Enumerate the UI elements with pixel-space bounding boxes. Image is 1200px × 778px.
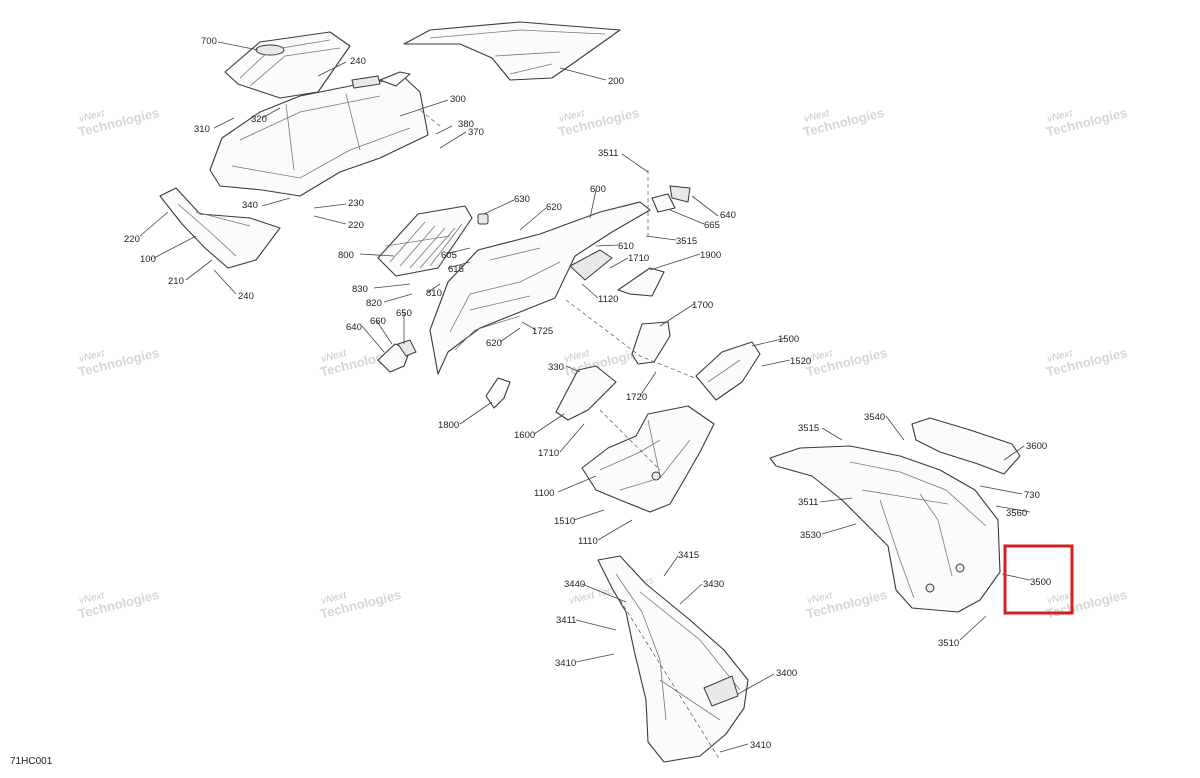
- callout-810[interactable]: 810: [426, 288, 442, 299]
- callout-830[interactable]: 830: [352, 284, 368, 295]
- callout-labels: 700 240 300 310 320 380 370 200 340 230 …: [124, 36, 1051, 751]
- callout-1120[interactable]: 1120: [598, 294, 618, 305]
- callout-640[interactable]: 640: [720, 210, 736, 221]
- callout-820[interactable]: 820: [366, 298, 382, 309]
- part-665-bracket[interactable]: [651, 185, 691, 213]
- callout-1720[interactable]: 1720: [626, 392, 647, 403]
- watermark-text: Technologies: [1045, 345, 1129, 380]
- callout-230[interactable]: 230: [348, 198, 364, 209]
- part-200-top-panel[interactable]: [403, 21, 621, 81]
- drawing-code: 71HC001: [10, 756, 53, 767]
- callout-3410[interactable]: 3410: [750, 740, 771, 751]
- callout-620[interactable]: 620: [546, 202, 562, 213]
- callout-3515[interactable]: 3515: [676, 236, 697, 247]
- part-3500-side-panel[interactable]: [769, 445, 1001, 613]
- callout-3500[interactable]: 3500: [1030, 577, 1051, 588]
- part-1500-bracket[interactable]: [695, 341, 761, 401]
- watermark-text: Technologies: [1045, 105, 1129, 140]
- callout-300[interactable]: 300: [450, 94, 466, 105]
- callout-3400[interactable]: 3400: [776, 668, 797, 679]
- callout-330[interactable]: 330: [548, 362, 564, 373]
- part-1600-bracket[interactable]: [555, 365, 617, 421]
- callout-3540[interactable]: 3540: [864, 412, 885, 423]
- callout-3440[interactable]: 3440: [564, 579, 585, 590]
- watermark-text: Technologies: [77, 105, 161, 140]
- part-650-bracket[interactable]: [377, 339, 417, 373]
- callout-100[interactable]: 100: [140, 254, 156, 265]
- callout-3515[interactable]: 3515: [798, 423, 819, 434]
- callout-3600[interactable]: 3600: [1026, 441, 1047, 452]
- callout-615[interactable]: 615: [448, 264, 464, 275]
- part-1800-bracket[interactable]: [485, 377, 511, 409]
- callout-3430[interactable]: 3430: [703, 579, 724, 590]
- callout-1710[interactable]: 1710: [628, 253, 649, 264]
- callout-1100[interactable]: 1100: [534, 488, 554, 499]
- callout-610[interactable]: 610: [618, 241, 634, 252]
- callout-660[interactable]: 660: [370, 316, 386, 327]
- callout-240[interactable]: 240: [238, 291, 254, 302]
- watermark-text: Technologies: [805, 345, 889, 380]
- part-700-seat-cover[interactable]: [224, 31, 351, 99]
- callout-730[interactable]: 730: [1024, 490, 1040, 501]
- callout-1725[interactable]: 1725: [532, 326, 553, 337]
- watermark-text: Technologies: [557, 105, 641, 140]
- callout-3410[interactable]: 3410: [555, 658, 576, 669]
- callout-310[interactable]: 310: [194, 124, 210, 135]
- callout-665[interactable]: 665: [704, 220, 720, 231]
- part-600-dashboard[interactable]: [429, 201, 651, 375]
- callout-1710[interactable]: 1710: [538, 448, 559, 459]
- watermark-text: Technologies: [805, 587, 889, 622]
- assembly-lines: [419, 109, 721, 761]
- callout-3530[interactable]: 3530: [800, 530, 821, 541]
- part-800-grille[interactable]: [377, 205, 473, 277]
- callout-370[interactable]: 370: [468, 127, 484, 138]
- watermark-text: Technologies: [77, 345, 161, 380]
- part-100-side-panel[interactable]: [159, 187, 281, 269]
- callout-340[interactable]: 340: [242, 200, 258, 211]
- callout-380[interactable]: 380: [458, 119, 474, 130]
- part-1900-support[interactable]: [617, 267, 665, 297]
- callout-3511[interactable]: 3511: [598, 148, 618, 159]
- watermark-text: Technologies: [77, 587, 161, 622]
- callout-3511[interactable]: 3511: [798, 497, 818, 508]
- callout-1800[interactable]: 1800: [438, 420, 459, 431]
- callout-320[interactable]: 320: [251, 114, 267, 125]
- callout-620[interactable]: 620: [486, 338, 502, 349]
- callout-1110[interactable]: 1110: [578, 536, 598, 547]
- watermark-text: Technologies: [319, 587, 403, 622]
- part-3600-panel[interactable]: [911, 417, 1021, 475]
- part-3400-lower-panel[interactable]: [597, 555, 749, 763]
- callout-240[interactable]: 240: [350, 56, 366, 67]
- callout-800[interactable]: 800: [338, 250, 354, 261]
- callout-1510[interactable]: 1510: [554, 516, 575, 527]
- callout-1600[interactable]: 1600: [514, 430, 535, 441]
- callout-3415[interactable]: 3415: [678, 550, 699, 561]
- watermark-text: Technologies: [1045, 587, 1129, 622]
- callout-1500[interactable]: 1500: [778, 334, 799, 345]
- part-1700-support[interactable]: [631, 321, 671, 365]
- callout-700[interactable]: 700: [201, 36, 217, 47]
- callout-630[interactable]: 630: [514, 194, 530, 205]
- callout-605[interactable]: 605: [441, 250, 457, 261]
- callout-640[interactable]: 640: [346, 322, 362, 333]
- leader-lines: [139, 41, 1031, 753]
- part-300-rear-tray[interactable]: [209, 71, 429, 197]
- callout-210[interactable]: 210: [168, 276, 184, 287]
- watermark-text: Technologies: [802, 105, 886, 140]
- callout-600[interactable]: 600: [590, 184, 606, 195]
- callout-1700[interactable]: 1700: [692, 300, 713, 311]
- highlight-box-3500: [1003, 544, 1074, 615]
- callout-3510[interactable]: 3510: [938, 638, 959, 649]
- callout-650[interactable]: 650: [396, 308, 412, 319]
- callout-200[interactable]: 200: [608, 76, 624, 87]
- callout-1900[interactable]: 1900: [700, 250, 721, 261]
- callout-1520[interactable]: 1520: [790, 356, 811, 367]
- callout-220[interactable]: 220: [348, 220, 364, 231]
- part-1100-floor-panel[interactable]: [581, 405, 715, 513]
- callout-3411[interactable]: 3411: [556, 615, 576, 626]
- callout-220[interactable]: 220: [124, 234, 140, 245]
- callout-3560[interactable]: 3560: [1006, 508, 1027, 519]
